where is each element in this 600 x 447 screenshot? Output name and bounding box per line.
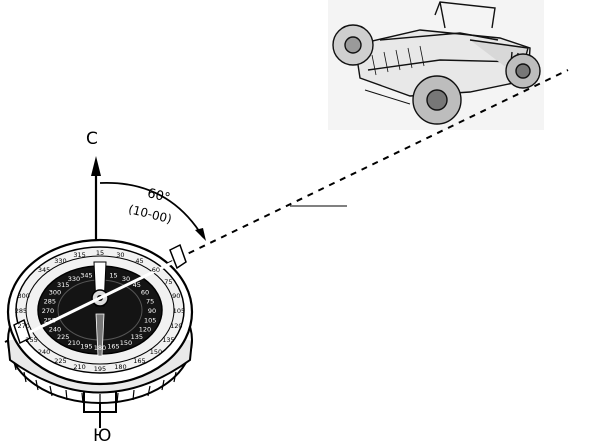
dial-inner-number: 75 [146, 297, 154, 305]
dial-inner-number: 345 [80, 271, 92, 279]
dial-inner-number: 285 [44, 297, 56, 305]
dial-outer-number: 150 [150, 348, 162, 356]
compass [6, 238, 194, 428]
dial-inner-number: 330 [68, 275, 80, 283]
dial-outer-number: 285 [15, 307, 27, 315]
dial-inner-number: 15 [109, 271, 117, 279]
dial-inner-number: 210 [68, 339, 80, 347]
dial-inner-number: 150 [120, 339, 132, 347]
dial-outer-number: 240 [38, 348, 50, 356]
dial-outer-number: 195 [94, 365, 106, 373]
dial-outer-number: 75 [164, 278, 172, 286]
angle-arc [99, 182, 206, 241]
dial-outer-number: 60 [152, 266, 160, 274]
dial-outer-number: 15 [96, 249, 104, 257]
dial-outer-number: 330 [54, 257, 66, 265]
dial-outer-number: 225 [54, 357, 66, 365]
dial-outer-number: 120 [170, 322, 182, 330]
dial-inner-number: 30 [122, 275, 130, 283]
south-label: Ю [93, 426, 112, 446]
dial-inner-number: 300 [49, 289, 61, 297]
dial-outer-number: 165 [133, 357, 145, 365]
dial-outer-number: 45 [135, 257, 143, 265]
dial-outer-number: 135 [162, 336, 174, 344]
dial-inner-number: 105 [144, 317, 156, 325]
dial-inner-number: 255 [44, 317, 56, 325]
dial-outer-number: 210 [73, 363, 85, 371]
dial-outer-number: 30 [116, 251, 124, 259]
dial-outer-number: 345 [38, 266, 50, 274]
dial-inner-number: 180 [94, 344, 106, 352]
dial-inner-number: 270 [42, 307, 54, 315]
dial-outer-number: 90 [172, 292, 180, 300]
dial-inner-number: 195 [80, 343, 92, 351]
sighting-line [4, 69, 569, 343]
dial-outer-number: 180 [114, 363, 126, 371]
dial-outer-number: 255 [25, 336, 37, 344]
north-arrow [91, 156, 101, 246]
jeep-illustration [328, 0, 544, 130]
north-label: С [86, 129, 98, 149]
dial-inner-number: 45 [133, 281, 141, 289]
dial-outer-number: 105 [173, 307, 185, 315]
dial-inner-number: 60 [141, 289, 149, 297]
dial-outer-number: 300 [17, 292, 29, 300]
dial-outer-number: 315 [73, 251, 85, 259]
dial-inner-number: 165 [107, 343, 119, 351]
dial-inner-number: 120 [139, 326, 151, 334]
dial-inner-number: 225 [57, 333, 69, 341]
dial-inner-number: 240 [49, 326, 61, 334]
dial-inner-number: 90 [148, 307, 156, 315]
dial-outer-number: 270 [17, 322, 29, 330]
dial-inner-number: 135 [131, 333, 143, 341]
dial-inner-number: 315 [57, 281, 69, 289]
